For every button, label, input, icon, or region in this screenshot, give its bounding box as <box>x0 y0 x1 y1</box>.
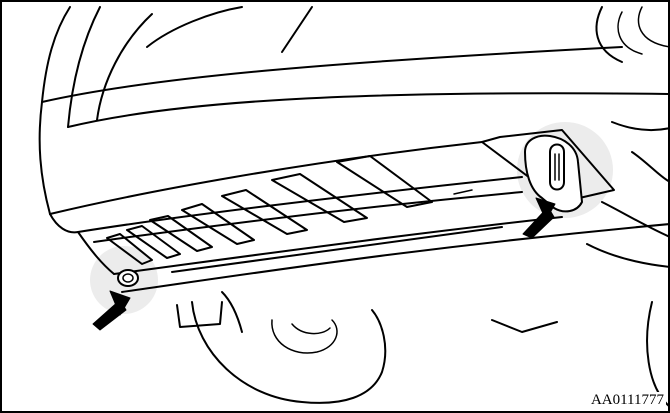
tire-edge-right <box>638 7 670 47</box>
vent-4 <box>182 204 254 244</box>
headlamp-line <box>97 14 152 120</box>
skid-plate-vents <box>107 156 432 264</box>
wheel-arch-right <box>597 7 622 62</box>
hood-crease-line <box>282 7 312 52</box>
suspension-arm-line <box>632 152 670 182</box>
vent-6 <box>272 174 367 222</box>
skid-plate-top <box>94 192 522 242</box>
bumper-mid-line <box>68 93 670 127</box>
body-pillar-line <box>68 7 100 127</box>
crossmember-line <box>587 244 670 267</box>
underbody-line <box>122 224 670 292</box>
bumper-front-face <box>40 102 50 214</box>
steering-link <box>222 292 242 332</box>
vent-7 <box>337 156 432 207</box>
frame-top-line <box>612 122 670 130</box>
exhaust-line <box>492 320 557 332</box>
front-wheel-hub <box>272 320 337 353</box>
front-hook-ring <box>118 270 138 286</box>
front-lower-bracket <box>177 302 222 327</box>
bracket-mark <box>454 190 472 194</box>
skid-plate-edge <box>50 177 522 232</box>
frame-rail-right <box>602 202 670 237</box>
body-outline-left <box>42 7 70 102</box>
front-tow-hook <box>118 270 138 286</box>
hood-edge-line <box>147 7 242 47</box>
figure-code: AA0111777 <box>589 392 666 408</box>
front-wheel-inner <box>292 324 330 334</box>
